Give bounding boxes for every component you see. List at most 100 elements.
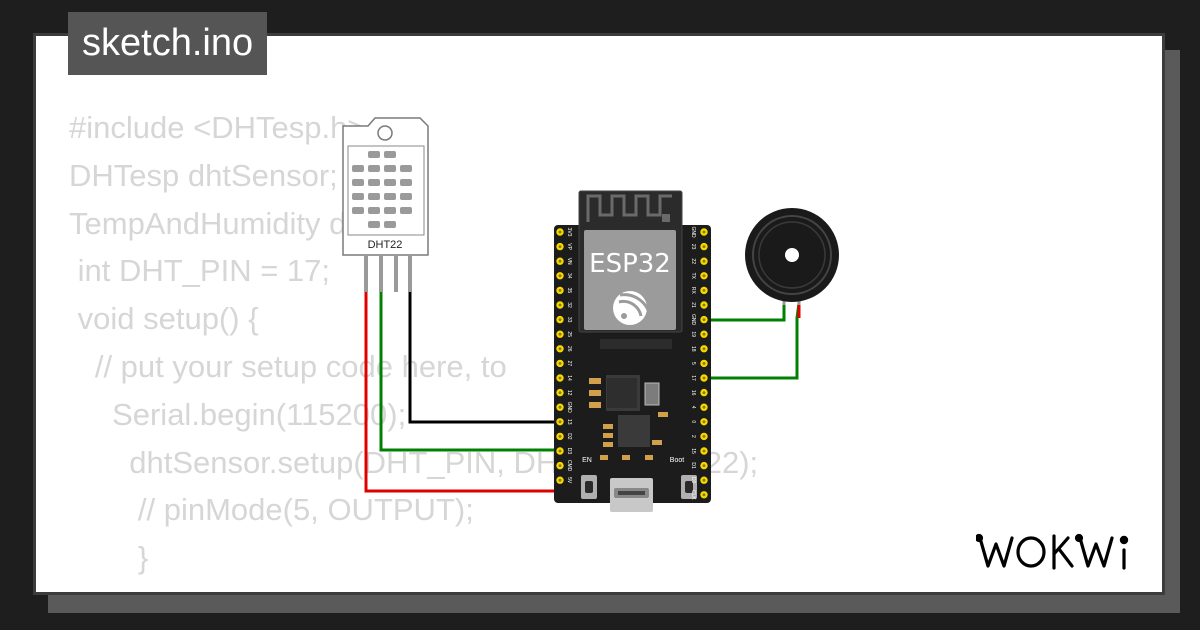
pin-label: 34 <box>566 273 572 279</box>
en-button-label: EN <box>582 457 592 464</box>
sketch-filename: sketch.ino <box>68 12 268 75</box>
header-pin-hole <box>558 391 562 394</box>
sensor-grille <box>352 151 412 228</box>
en-button <box>581 475 597 499</box>
header-pin-hole <box>702 362 706 365</box>
header-pin-hole <box>558 478 562 482</box>
header-pin-hole <box>702 245 706 249</box>
header-pin-hole <box>558 362 562 365</box>
header-pin-hole <box>702 318 706 321</box>
wokwi-logo-text: WOKWi <box>976 528 980 529</box>
pin-label: 4 <box>690 406 696 409</box>
wire-vcc <box>364 290 560 493</box>
pin-label: D1 <box>690 462 696 469</box>
header-pin-hole <box>702 478 706 482</box>
header-pin-hole <box>558 376 562 380</box>
code-line: #include <DHTesp.h> <box>69 110 366 145</box>
pin-label: 17 <box>690 375 696 381</box>
code-line: Serial.begin(115200); <box>69 396 407 432</box>
pin-label: 27 <box>566 361 572 367</box>
header-pin-hole <box>558 420 562 424</box>
pin-label: GND <box>690 314 696 326</box>
board-label: ESP32 <box>589 249 671 279</box>
header-pin-hole <box>558 289 562 292</box>
code-line: void setup() { <box>69 301 259 337</box>
pin-label: 19 <box>690 331 696 337</box>
header-pin-hole <box>558 259 562 263</box>
dht22-sensor: DHT22 <box>342 117 429 292</box>
code-line: // pinMode(5, OUTPUT); <box>69 492 474 528</box>
pin-label: 3V3 <box>566 228 572 237</box>
header-pin-hole <box>558 435 562 438</box>
header-pin-hole <box>702 420 706 424</box>
header-pin-hole <box>702 259 706 263</box>
header-pin-hole <box>558 303 562 307</box>
pin-label: 5 <box>690 362 696 365</box>
boot-button-label: Boot <box>670 457 684 464</box>
pin-label: 21 <box>690 302 696 308</box>
buzzer <box>745 208 839 305</box>
header-pin-hole <box>558 245 562 249</box>
pin-label: 22 <box>690 258 696 264</box>
pin-label: CLK <box>690 490 696 500</box>
usb-port <box>610 478 653 512</box>
pin-label: 5V <box>566 477 572 484</box>
header-pin-hole <box>558 449 562 453</box>
pin-label: 15 <box>690 448 696 454</box>
header-pin-hole <box>702 391 706 394</box>
header-pin-hole <box>702 493 706 497</box>
pin-label: VN <box>566 258 572 265</box>
header-pin-hole <box>702 376 706 380</box>
header-pin-hole <box>558 230 562 234</box>
code-background: #include <DHTesp.h>DHTesp dhtSensor;Temp… <box>69 104 758 582</box>
header-pin-hole <box>702 405 706 409</box>
pin-label: 13 <box>566 419 572 425</box>
wire-buzzer-gnd <box>704 303 786 322</box>
pin-label: RX <box>690 287 696 295</box>
code-line: DHTesp dhtSensor; <box>69 157 338 193</box>
header-pin-hole <box>702 230 706 234</box>
pin-label: 26 <box>566 346 572 352</box>
pin-label: VP <box>566 243 572 250</box>
code-line: int DHT_PIN = 17; <box>69 253 331 289</box>
header-pin-hole <box>702 449 706 453</box>
pin-label: GND <box>566 402 572 414</box>
header-pin-hole <box>702 303 706 307</box>
header-pin-hole <box>558 332 562 336</box>
pin-label: CMD <box>566 460 572 472</box>
pin-label: 2 <box>690 435 696 438</box>
pin-label: 16 <box>690 390 696 396</box>
pin-label: 14 <box>566 375 572 381</box>
pin-label: 32 <box>566 302 572 308</box>
code-line: // put your setup code here, to <box>69 348 507 384</box>
pin-label: 35 <box>566 288 572 294</box>
sensor-label: DHT22 <box>368 239 403 251</box>
pin-label: 23 <box>690 244 696 250</box>
wokwi-logo: WOKWi <box>976 528 1129 570</box>
espressif-icon <box>613 291 652 325</box>
pin-label: 18 <box>690 346 696 352</box>
pin-label: D0 <box>690 477 696 484</box>
header-pin-hole <box>702 435 706 438</box>
esp32-board: ESP32 EN Boot <box>554 190 711 512</box>
header-pin-hole <box>702 464 706 467</box>
header-pin-hole <box>558 464 562 467</box>
header-pin-hole <box>702 332 706 336</box>
pin-label: 12 <box>566 390 572 396</box>
pin-label: 33 <box>566 317 572 323</box>
pin-label: D2 <box>566 433 572 440</box>
header-pin-hole <box>702 347 706 351</box>
header-pin-hole <box>558 318 562 321</box>
pin-label: 25 <box>566 331 572 337</box>
pin-label: 0 <box>690 420 696 423</box>
wire-gnd <box>408 290 560 424</box>
header-pin-hole <box>558 274 562 278</box>
pin-label: TX <box>690 273 696 280</box>
code-line: } <box>69 540 149 576</box>
sensor-pins <box>364 255 412 292</box>
header-pin-hole <box>558 347 562 351</box>
header-pin-hole <box>558 405 562 409</box>
